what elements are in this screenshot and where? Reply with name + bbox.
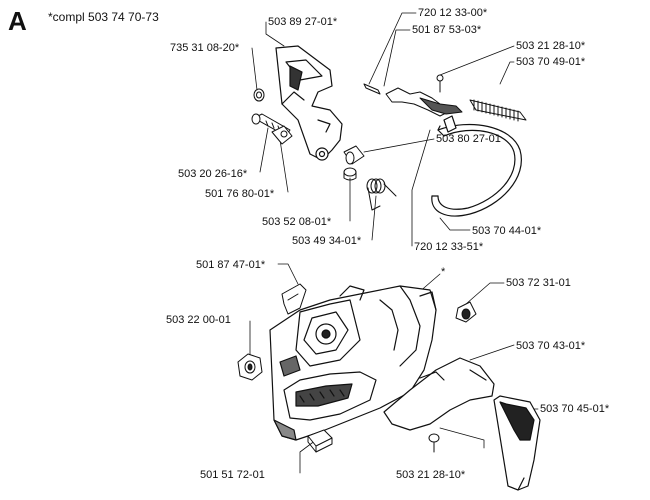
- part-label: 735 31 08-20*: [170, 42, 240, 54]
- block-part: [307, 429, 333, 453]
- nut-part: [237, 353, 263, 381]
- bolt-part: [455, 301, 477, 323]
- part-label: 503 20 26-16*: [178, 168, 248, 180]
- part-label: 503 52 08-01*: [262, 216, 332, 228]
- clutch-cover-part: [269, 285, 437, 441]
- part-label: 503 72 31-01: [506, 277, 571, 289]
- brake-link-part: [363, 74, 463, 117]
- part-label: 503 89 27-01*: [268, 16, 338, 28]
- guard-plate-part: [383, 357, 495, 431]
- latch-part: [281, 283, 307, 315]
- section-letter: A: [8, 6, 27, 36]
- complete-assembly-note: *compl 503 74 70-73: [48, 10, 159, 24]
- part-label: 720 12 33-51*: [414, 241, 484, 253]
- part-label: 720 12 33-00*: [418, 7, 488, 19]
- part-label: 503 21 28-10*: [516, 40, 586, 52]
- leader-lines: [249, 12, 539, 474]
- part-label: 501 87 53-03*: [412, 24, 482, 36]
- part-label: 503 70 49-01*: [516, 56, 586, 68]
- part-label: 501 51 72-01: [200, 469, 265, 481]
- part-label: 503 22 00-01: [166, 314, 231, 326]
- side-plate-part: [493, 395, 541, 491]
- part-label: 503 70 45-01*: [540, 403, 610, 415]
- pin-part: [343, 145, 365, 165]
- part-label: 503 21 28-10*: [396, 469, 466, 481]
- part-label: 503 49 34-01*: [292, 235, 362, 247]
- bushing-part: [343, 167, 357, 181]
- brake-handle-part: [275, 45, 343, 161]
- part-label: 501 76 80-01*: [205, 188, 275, 200]
- brake-spring-part: [469, 99, 527, 122]
- part-label: 503 80 27-01: [436, 133, 501, 145]
- part-label: 503 70 43-01*: [516, 340, 586, 352]
- bottom-screw-part: [428, 433, 440, 453]
- torsion-spring-part: [366, 178, 397, 211]
- part-label: *: [441, 266, 446, 278]
- part-label: 501 87 47-01*: [196, 259, 266, 271]
- spacer-part: [271, 125, 293, 145]
- snap-ring-part: [253, 88, 265, 102]
- brake-band-part: [431, 115, 522, 217]
- part-label: 503 70 44-01*: [472, 225, 542, 237]
